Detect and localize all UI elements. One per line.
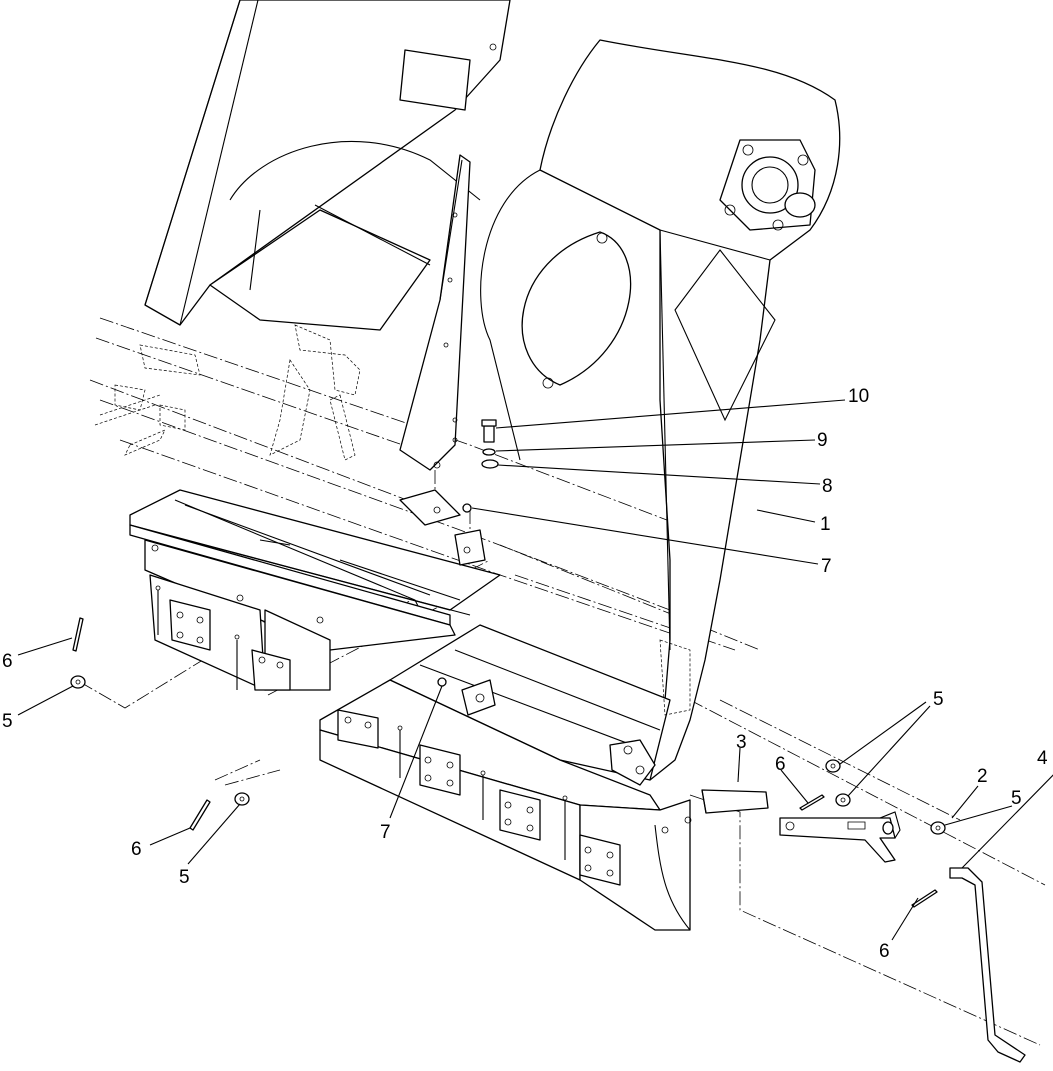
callout-c5d: 5 (1011, 788, 1022, 809)
callout-c3: 3 (736, 732, 747, 753)
left-arm-bracket (399, 154, 471, 471)
callout-c4: 4 (1037, 748, 1048, 769)
phantom-mount-blocks (399, 489, 691, 716)
main-housing (480, 39, 841, 781)
callout-c6b: 6 (131, 839, 142, 860)
washer-5-right-c (930, 821, 946, 835)
callout-c5b: 5 (179, 867, 190, 888)
phantom-brackets (94, 324, 361, 461)
callout-c7b: 7 (380, 822, 391, 843)
cotter-pin-6-lower (189, 799, 211, 831)
pins-and-washers (70, 617, 946, 908)
nut-7-lower (437, 677, 447, 687)
cotter-pin-6-right (799, 794, 825, 811)
cotter-pin-6-bottom (911, 889, 938, 908)
left-chute-assembly (144, 0, 511, 331)
nut-7-upper (462, 503, 472, 513)
left-scraper-deck (129, 489, 501, 691)
linkage-arm-2 (779, 811, 901, 863)
handle-rod-4 (949, 867, 1026, 1063)
pad-3 (701, 789, 769, 814)
callout-c2: 2 (977, 766, 988, 787)
washer-5-right-a (825, 759, 841, 773)
callout-leaders (17, 399, 1053, 941)
callout-c9: 9 (817, 430, 828, 451)
callout-c6c: 6 (775, 754, 786, 775)
callout-labels: 10 9 8 1 7 7 6 5 6 5 3 6 5 2 5 4 6 (2, 386, 1048, 962)
washer-5-right-b (835, 793, 851, 807)
callout-c10: 10 (848, 386, 869, 407)
callout-c6a: 6 (2, 651, 13, 672)
callout-c1: 1 (820, 514, 831, 535)
callout-c5c: 5 (933, 689, 944, 710)
right-scraper-deck (319, 624, 692, 931)
cotter-pin-6-left (72, 617, 84, 652)
callout-c8: 8 (822, 476, 833, 497)
callout-c7a: 7 (821, 556, 832, 577)
lockwasher-9 (482, 448, 496, 456)
washer-5-left (70, 675, 86, 689)
bolt-10 (483, 425, 495, 443)
washer-8 (481, 459, 499, 469)
hardware-stack (437, 419, 499, 687)
callout-c6d: 6 (879, 941, 890, 962)
callout-c5a: 5 (2, 711, 13, 732)
washer-5-lower (234, 792, 250, 806)
